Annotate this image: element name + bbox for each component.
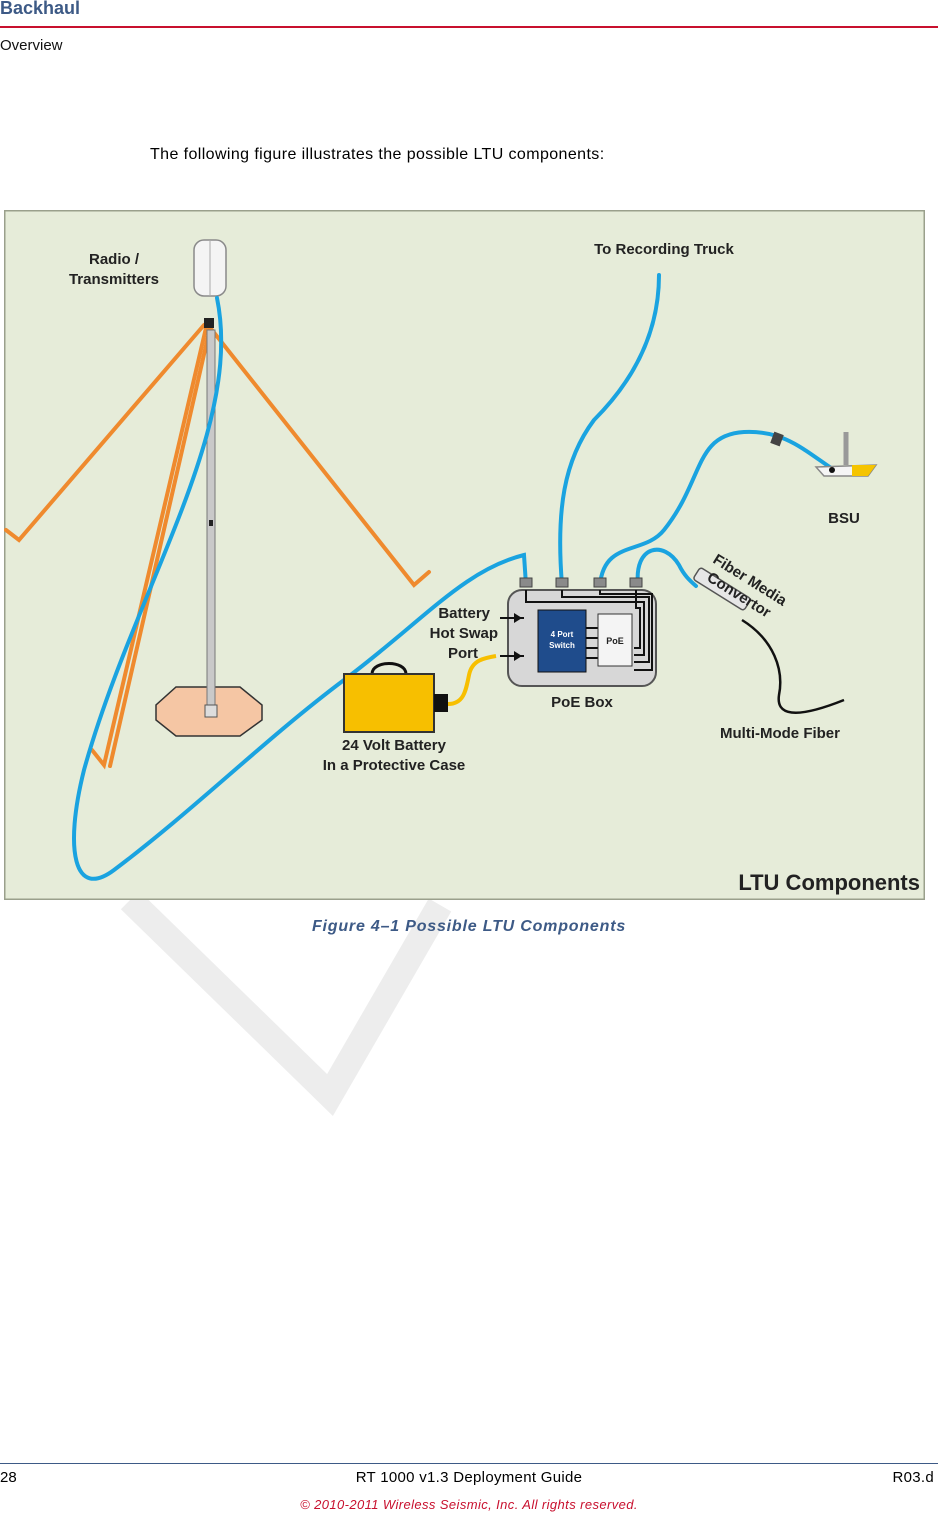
poe-box-label: PoE Box: [551, 694, 613, 711]
fiber-convertor-icon: [693, 567, 845, 714]
battery-case-icon: [343, 654, 497, 733]
switch-label-line2: Switch: [549, 641, 575, 650]
document-title: RT 1000 v1.3 Deployment Guide: [355, 1469, 583, 1486]
hotswap-label-line3: Port: [448, 645, 478, 662]
hotswap-label-line1: Battery: [438, 605, 490, 622]
guy-lines: [4, 323, 431, 770]
poe-box-icon: [500, 577, 657, 687]
mast-icon: [193, 239, 227, 718]
footer-divider: [0, 1463, 938, 1464]
section-subtitle: Overview: [0, 37, 63, 54]
intro-text: The following figure illustrates the pos…: [150, 146, 605, 163]
poe-label: PoE: [606, 636, 624, 646]
bsu-icon: [770, 431, 878, 477]
ethernet-cables: [72, 273, 836, 881]
section-title: Backhaul: [0, 0, 81, 18]
page-number: 28: [0, 1469, 17, 1486]
truck-label: To Recording Truck: [594, 241, 734, 258]
battery-label-line1: 24 Volt Battery: [342, 737, 447, 754]
hotswap-label-line2: Hot Swap: [430, 625, 498, 642]
ltu-components-figure: Radio / Transmitters To Recording Truck …: [4, 210, 925, 900]
header-divider: [0, 26, 938, 28]
figure-caption: Figure 4–1 Possible LTU Components: [311, 918, 627, 935]
radio-label-line2: Transmitters: [69, 271, 159, 288]
bsu-label: BSU: [828, 510, 860, 527]
multimode-label: Multi-Mode Fiber: [720, 725, 840, 742]
figure-title: LTU Components: [738, 870, 920, 895]
copyright-notice: © 2010-2011 Wireless Seismic, Inc. All r…: [300, 1497, 638, 1512]
radio-label-line1: Radio /: [89, 251, 140, 268]
battery-label-line2: In a Protective Case: [323, 757, 466, 774]
switch-label-line1: 4 Port: [551, 630, 574, 639]
revision: R03.d: [892, 1469, 934, 1486]
